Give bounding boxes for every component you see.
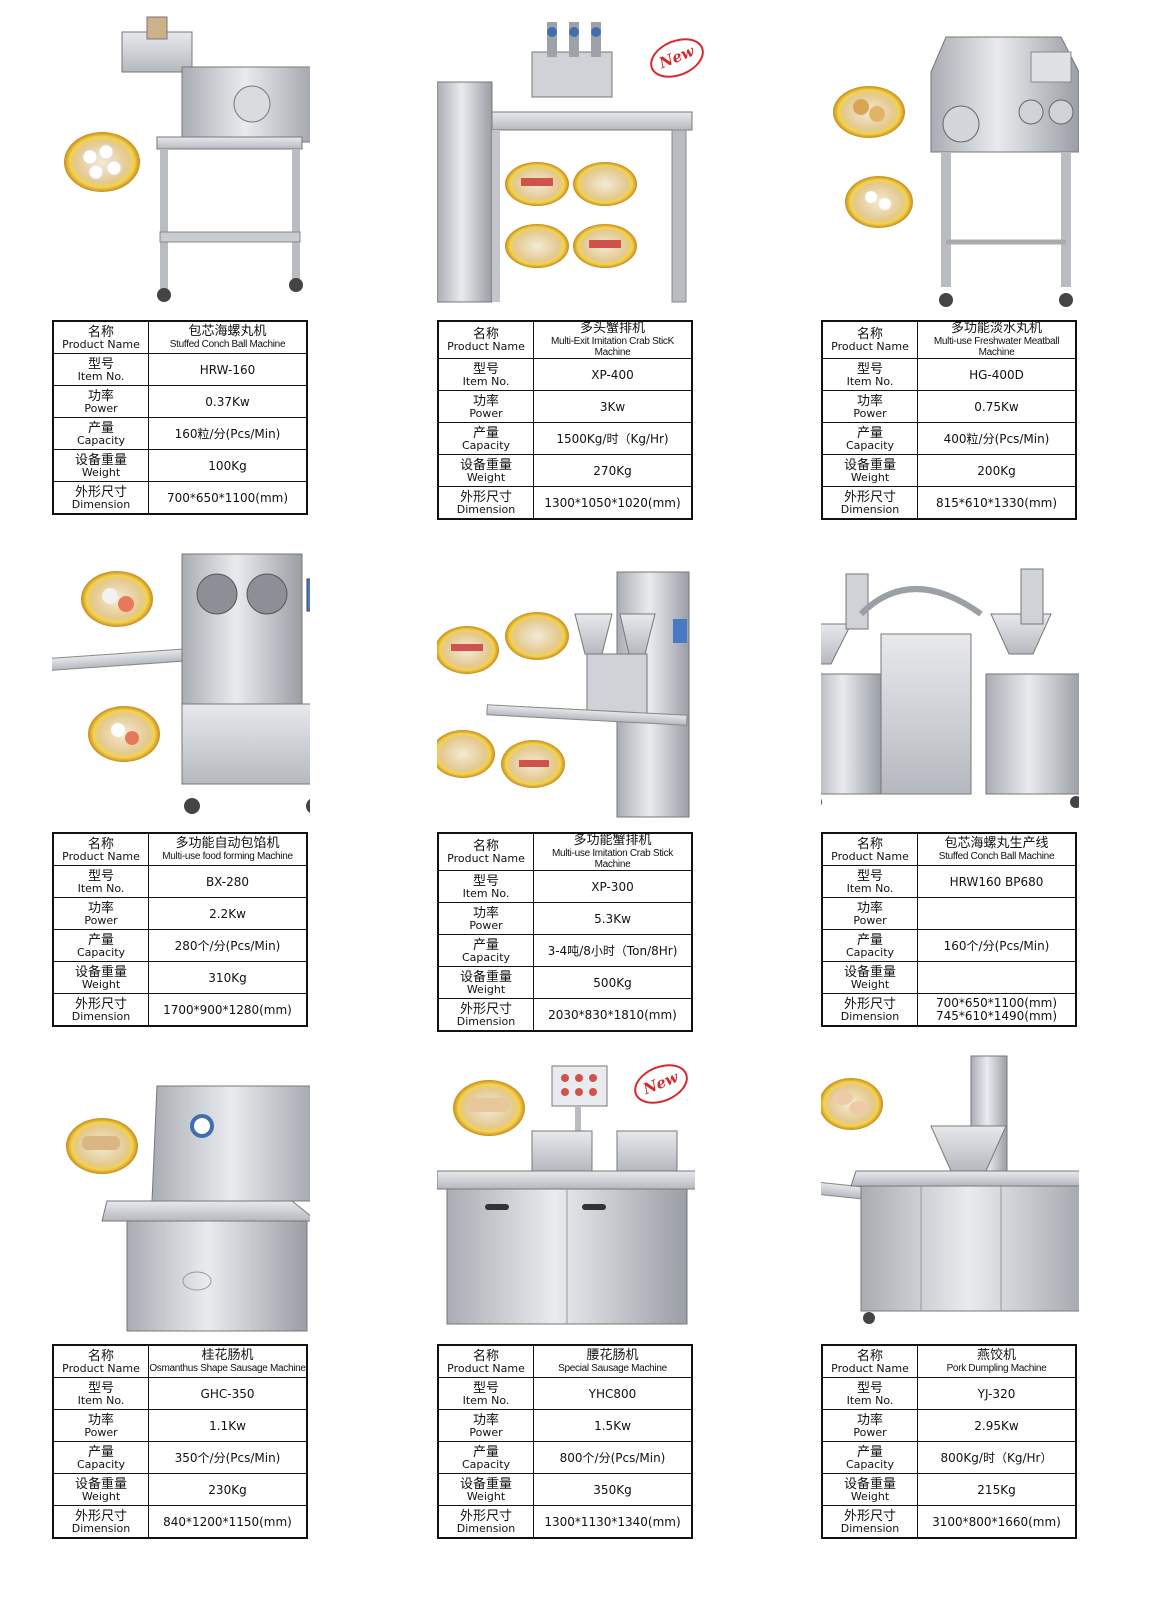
capacity-value: 800Kg/时（Kg/Hr） [917,1441,1077,1474]
product-name-zh: 多功能淡水丸机 [950,321,1042,336]
weight-value: 500Kg [533,966,693,999]
dimension-value: 1700*900*1280(mm) [148,993,308,1027]
item-no: HRW160 BP680 [917,865,1077,898]
special-sausage-machine-image [437,1065,695,1325]
item-no: BX-280 [148,865,308,898]
weight-value: 215Kg [917,1473,1077,1506]
capacity-value: 800个/分(Pcs/Min) [533,1441,693,1474]
product-name-en: Stuffed Conch Ball Machine [938,851,1055,862]
dimension-value: 1300*1130*1340(mm) [533,1505,693,1539]
product-name-en: Multi-use Freshwater Meatball Machine [933,336,1060,358]
freshwater-meatball-machine-image [833,36,1079,307]
product-name-en: Stuffed Conch Ball Machine [169,339,286,350]
item-no: YHC800 [533,1377,693,1410]
power-value: 0.37Kw [148,385,308,418]
product-photo [821,12,1079,312]
product-name-zh: 桂花肠机 [201,1348,254,1363]
product-name-zh: 多功能自动包馅机 [175,836,280,851]
item-no: XP-400 [533,358,693,391]
product-photo: New [437,1036,695,1336]
product-name-en: Multi-use Imitation Crab Stick Machine [551,848,674,870]
power-value: 5.3Kw [533,902,693,935]
product-photo [821,524,1079,824]
dimension-value: 840*1200*1150(mm) [148,1505,308,1539]
item-no: GHC-350 [148,1377,308,1410]
weight-value: 200Kg [917,454,1077,487]
item-no: YJ-320 [917,1377,1077,1410]
power-value [917,897,1077,930]
product-name-zh: 多功能蟹排机 [573,833,652,848]
item-no: HG-400D [917,358,1077,391]
capacity-value: 1500Kg/时（Kg/Hr) [533,422,693,455]
item-no: HRW-160 [148,353,308,386]
capacity-value: 160粒/分(Pcs/Min) [148,417,308,450]
product-name-zh: 燕饺机 [976,1348,1016,1363]
food-forming-machine-image [52,553,310,814]
product-name-zh: 多头蟹排机 [579,321,645,336]
crab-stick-machine-2-image [437,571,690,818]
weight-value [917,961,1077,994]
product-name-en: Special Sausage Machine [558,1363,667,1374]
dimension-value: 3100*800*1660(mm) [917,1505,1077,1539]
osmanthus-sausage-machine-image [66,1085,310,1332]
capacity-value: 280个/分(Pcs/Min) [148,929,308,962]
capacity-value: 160个/分(Pcs/Min) [917,929,1077,962]
power-value: 0.75Kw [917,390,1077,423]
power-value: 1.1Kw [148,1409,308,1442]
product-name-en: Osmanthus Shape Sausage Machine [149,1363,306,1374]
weight-value: 100Kg [148,449,308,482]
product-name-zh: 腰花肠机 [586,1348,639,1363]
weight-value: 310Kg [148,961,308,994]
power-value: 2.2Kw [148,897,308,930]
capacity-value: 350个/分(Pcs/Min) [148,1441,308,1474]
product-photo [52,12,310,312]
product-name-en: Multi-Exit Imitation Crab SticK Machine [551,336,674,358]
power-value: 3Kw [533,390,693,423]
dimension-value: 2030*830*1810(mm) [533,998,693,1032]
dimension-value: 700*650*1100(mm) [148,481,308,515]
product-name-zh: 包芯海螺丸生产线 [944,836,1049,851]
product-name-en: Pork Dumpling Machine [946,1363,1047,1374]
product-photo [52,524,310,824]
power-value: 1.5Kw [533,1409,693,1442]
dimension-value: 815*610*1330(mm) [917,486,1077,520]
dimension-value: 1300*1050*1020(mm) [533,486,693,520]
weight-value: 350Kg [533,1473,693,1506]
product-photo [52,1036,310,1336]
weight-value: 230Kg [148,1473,308,1506]
conch-ball-machine-image [64,16,310,302]
weight-value: 270Kg [533,454,693,487]
item-no: XP-300 [533,870,693,903]
product-name-en: Multi-use food forming Machine [162,851,293,862]
capacity-value: 400粒/分(Pcs/Min) [917,422,1077,455]
product-name-zh: 包芯海螺丸机 [188,324,267,339]
power-value: 2.95Kw [917,1409,1077,1442]
product-photo [821,1036,1079,1336]
product-photo [437,524,695,824]
conch-ball-production-line-image [821,568,1079,808]
pork-dumpling-machine-image [821,1055,1079,1324]
capacity-value: 3-4吨/8小时（Ton/8Hr) [533,934,693,967]
crab-stick-machine-image [437,22,693,303]
product-photo: New [437,12,710,312]
dimension-value: 700*650*1100(mm)745*610*1490(mm) [917,993,1077,1027]
